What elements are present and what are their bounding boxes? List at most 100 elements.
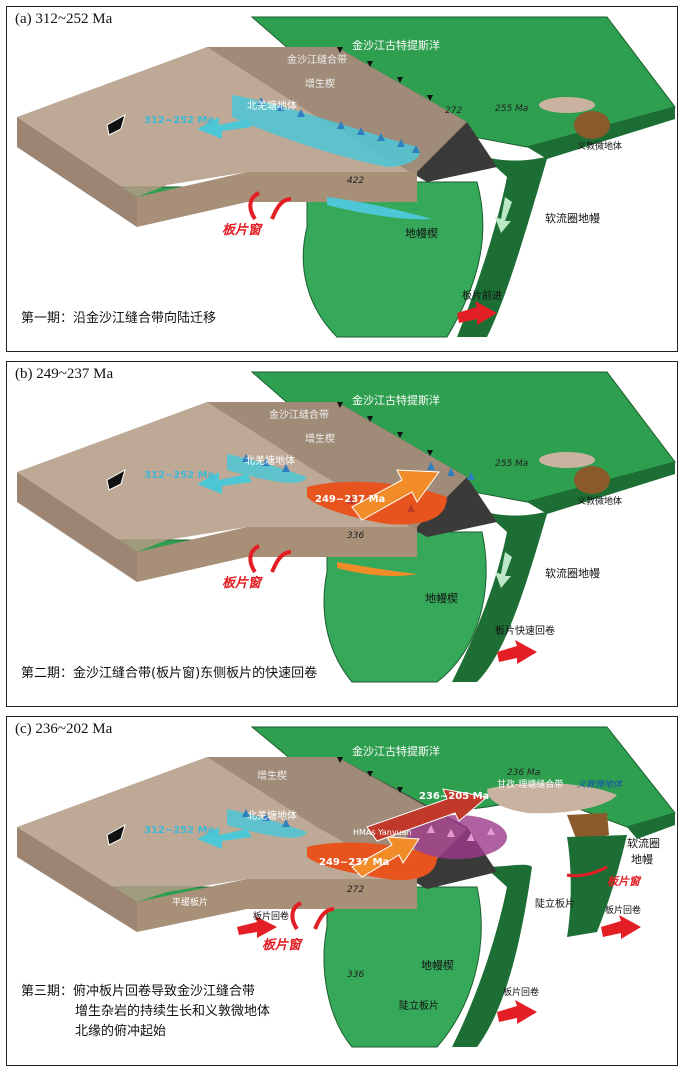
panel-c-label: (c) 236~202 Ma — [15, 721, 113, 737]
window-arrow-left — [290, 901, 302, 931]
migration-arrow — [197, 117, 252, 139]
continent-front — [17, 827, 137, 932]
rollback-red-arrow — [497, 640, 537, 664]
panel-c: (c) 236~202 Ma — [6, 716, 678, 1066]
label-rollback-3: 板片回卷 — [605, 904, 641, 916]
panel-c-caption-line-3: 北缘的俯冲起始 — [75, 1024, 167, 1039]
label-wedge: 地幔楔 — [425, 592, 458, 605]
rollback-red-arrow-1 — [237, 916, 277, 938]
trench-teeth — [337, 402, 433, 456]
subducting-slab — [452, 864, 532, 1047]
label-asthenosphere: 软流圈地幔 — [545, 211, 600, 225]
steep-slab-right — [567, 835, 627, 937]
label-microblock: 义敦微地体 — [577, 779, 624, 790]
trench-teeth — [337, 47, 433, 101]
label-suture2: 甘孜-理塘缝合带 — [497, 778, 563, 790]
label-age-3: 336 — [347, 970, 364, 980]
label-wedge: 地幔楔 — [405, 227, 438, 240]
label-age-2: 255 Ma — [495, 104, 528, 114]
volcano-symbols — [242, 454, 475, 480]
label-wedge: 地幔楔 — [421, 959, 454, 972]
panel-b-label: (b) 249~237 Ma — [15, 366, 114, 382]
continent-front-2 — [137, 172, 417, 227]
label-block: 北羌塘地体 — [247, 99, 297, 112]
label-age-1: 236 Ma — [507, 768, 540, 778]
yidun-top — [539, 452, 595, 468]
label-advance: 板片前进 — [462, 289, 502, 302]
volcano-symbols — [242, 809, 290, 827]
mantle-flow-arrow — [495, 197, 512, 233]
ocean-plate-edge — [627, 813, 675, 839]
garze-litang-basin — [487, 783, 617, 814]
north-arrow-icon — [106, 823, 126, 846]
label-suture: 金沙江缝合带 — [287, 53, 347, 66]
label-age-1: 272 — [445, 106, 462, 116]
rollback-red-arrow-2 — [497, 1000, 537, 1024]
label-asthenosphere: 软流圈地幔 — [545, 566, 600, 580]
label-window: 板片窗 — [222, 575, 263, 591]
label-ocean: 金沙江古特提斯洋 — [352, 38, 440, 52]
slab-advance-arrow — [457, 301, 497, 325]
label-accretion: 增生楔 — [305, 77, 335, 90]
panel-c-caption: 第三期：俯冲板片回卷导致金沙江缝合带 增生杂岩的持续生长和义敦微地体 北缘的俯冲… — [21, 982, 270, 1042]
label-microblock: 义敦微地体 — [577, 495, 622, 507]
trench-teeth — [337, 757, 403, 793]
label-arrow-age-2: 249~237 Ma — [315, 494, 385, 505]
continent-front-2 — [137, 879, 417, 932]
label-block: 北羌塘地体 — [245, 454, 295, 467]
label-age-2: 336 — [347, 531, 364, 541]
label-age-1: 255 Ma — [495, 459, 528, 469]
label-age-2: 272 — [347, 885, 364, 895]
window-arrow-right — [270, 550, 292, 573]
subducting-slab — [452, 512, 548, 682]
panel-c-caption-line-1: 第三期：俯冲板片回卷导致金沙江缝合带 — [21, 984, 256, 999]
yidun-microblock — [574, 466, 610, 494]
label-asth-1: 软流圈 — [627, 836, 660, 850]
label-rollback: 板片回卷 — [253, 910, 289, 922]
label-arrow-age: 312~252 Ma — [144, 115, 214, 126]
label-window: 板片窗 — [222, 222, 263, 238]
label-accretion: 增生楔 — [257, 769, 287, 782]
volcano-symbols-pink — [427, 825, 495, 841]
label-flat-slab: 平缓板片 — [172, 896, 208, 908]
window-arrow-right — [270, 197, 292, 220]
migration-arrow — [197, 827, 252, 849]
north-arrow-icon — [106, 113, 126, 136]
rollback-arrow-orange — [351, 836, 420, 878]
mantle-flow-arrow — [495, 552, 512, 588]
label-accretion: 增生楔 — [305, 432, 335, 445]
label-microblock: 义敦微地体 — [577, 140, 622, 152]
yidun-microblock — [574, 111, 610, 139]
panel-a-diagram: 金沙江古特提斯洋 金沙江缝合带 增生楔 北羌塘地体 312~252 Ma 义敦微… — [17, 16, 676, 338]
continent-front — [17, 472, 137, 582]
label-age-3: 422 — [347, 176, 364, 186]
label-rollback: 板片快速回卷 — [495, 624, 555, 637]
mantle-wedge — [323, 886, 482, 1048]
window-arrow-left — [248, 191, 260, 221]
rollback-arrow-red — [366, 788, 489, 842]
yidun-microblock — [567, 813, 609, 841]
label-arrow-age-3: 236~205 Ma — [419, 791, 489, 802]
window-arrow-right — [313, 907, 335, 930]
panel-b-diagram: 金沙江古特提斯洋 金沙江缝合带 增生楔 北羌塘地体 312~252 Ma 249… — [17, 371, 676, 683]
rollback-arrow-big — [351, 469, 440, 521]
mantle-wedge — [302, 181, 484, 338]
north-arrow-icon — [106, 468, 126, 491]
subducting-slab — [457, 157, 548, 337]
magenta-zone — [407, 815, 507, 859]
label-asth-2: 地幔 — [631, 853, 653, 866]
panel-b: (b) 249~237 Ma — [6, 361, 678, 707]
label-ocean: 金沙江古特提斯洋 — [352, 393, 440, 407]
label-window: 板片窗 — [262, 937, 303, 953]
panel-a-caption: 第一期：沿金沙江缝合带向陆迁移 — [21, 311, 217, 326]
panel-c-caption-line-2: 增生杂岩的持续生长和义敦微地体 — [75, 1004, 271, 1019]
label-steep-slab: 陡立板片 — [399, 999, 439, 1012]
label-window-2: 板片窗 — [607, 875, 642, 888]
yidun-top — [539, 97, 595, 113]
panel-a-label: (a) 312~252 Ma — [15, 11, 113, 27]
label-arrow-age: 312~252 Ma — [144, 470, 214, 481]
window-arrow-right-2 — [566, 865, 608, 878]
melt-streak — [327, 197, 432, 220]
rollback-red-arrow-3 — [601, 915, 641, 939]
label-rollback-2: 板片回卷 — [503, 986, 539, 998]
